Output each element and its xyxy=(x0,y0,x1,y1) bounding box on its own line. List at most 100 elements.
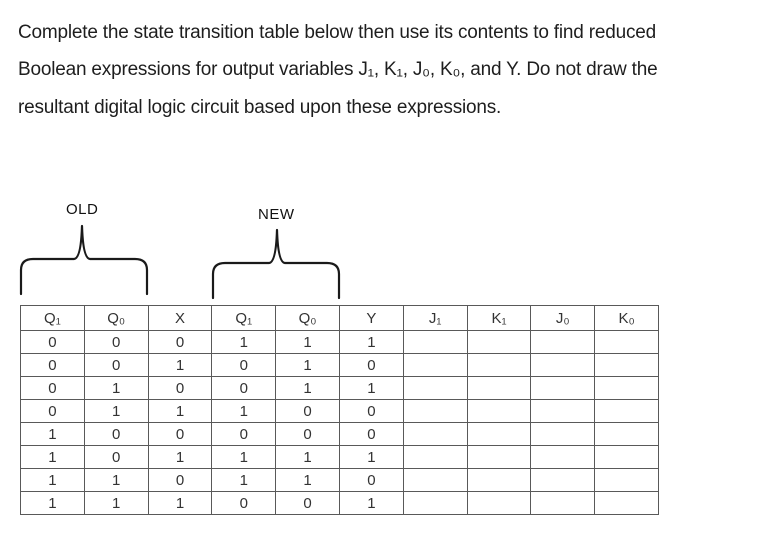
value-cell: 1 xyxy=(338,376,404,400)
empty-cell xyxy=(594,376,659,400)
empty-cell xyxy=(402,422,468,446)
empty-cell xyxy=(530,376,596,400)
column-header: Q₀ xyxy=(83,305,149,331)
old-brace xyxy=(19,224,149,296)
column-header: J₁ xyxy=(402,305,468,331)
problem-statement: Complete the state transition table belo… xyxy=(18,14,658,127)
value-cell: 0 xyxy=(20,330,85,354)
value-cell: 1 xyxy=(83,376,149,400)
value-cell: 0 xyxy=(147,422,213,446)
problem-statement-line: Complete the state transition table belo… xyxy=(18,21,656,43)
empty-cell xyxy=(402,353,468,377)
empty-cell xyxy=(466,491,532,515)
column-header: Q₁ xyxy=(211,305,277,331)
value-cell: 1 xyxy=(275,468,340,492)
column-header: K₁ xyxy=(466,305,532,331)
value-cell: 1 xyxy=(147,353,213,377)
empty-cell xyxy=(466,330,532,354)
empty-cell xyxy=(402,445,468,469)
value-cell: 1 xyxy=(20,422,85,446)
value-cell: 0 xyxy=(338,422,404,446)
column-header: K₀ xyxy=(594,305,659,331)
value-cell: 1 xyxy=(83,468,149,492)
empty-cell xyxy=(466,422,532,446)
value-cell: 1 xyxy=(83,399,149,423)
new-brace xyxy=(211,228,341,300)
problem-statement-line: Boolean expressions for output variables… xyxy=(18,59,658,81)
empty-cell xyxy=(594,422,659,446)
empty-cell xyxy=(466,353,532,377)
empty-cell xyxy=(530,491,596,515)
value-cell: 0 xyxy=(275,422,340,446)
empty-cell xyxy=(466,399,532,423)
empty-cell xyxy=(466,445,532,469)
empty-cell xyxy=(402,330,468,354)
value-cell: 1 xyxy=(211,445,277,469)
empty-cell xyxy=(594,330,659,354)
empty-cell xyxy=(466,468,532,492)
column-header: Q₀ xyxy=(275,305,340,331)
empty-cell xyxy=(594,353,659,377)
value-cell: 1 xyxy=(275,376,340,400)
old-state-label: OLD xyxy=(66,201,99,218)
empty-cell xyxy=(466,376,532,400)
empty-cell xyxy=(402,399,468,423)
empty-cell xyxy=(594,445,659,469)
value-cell: 0 xyxy=(147,376,213,400)
value-cell: 0 xyxy=(147,468,213,492)
column-header: X xyxy=(147,305,213,331)
value-cell: 0 xyxy=(20,399,85,423)
value-cell: 1 xyxy=(338,330,404,354)
value-cell: 1 xyxy=(275,445,340,469)
value-cell: 0 xyxy=(211,422,277,446)
value-cell: 1 xyxy=(338,491,404,515)
value-cell: 1 xyxy=(20,491,85,515)
value-cell: 0 xyxy=(211,376,277,400)
empty-cell xyxy=(530,330,596,354)
value-cell: 1 xyxy=(211,468,277,492)
value-cell: 0 xyxy=(275,399,340,423)
empty-cell xyxy=(594,399,659,423)
new-state-label: NEW xyxy=(258,206,295,223)
column-header: Q₁ xyxy=(20,305,85,331)
empty-cell xyxy=(530,468,596,492)
empty-cell xyxy=(402,491,468,515)
empty-cell xyxy=(530,422,596,446)
value-cell: 0 xyxy=(211,353,277,377)
value-cell: 0 xyxy=(83,330,149,354)
value-cell: 0 xyxy=(83,445,149,469)
value-cell: 1 xyxy=(147,399,213,423)
column-header: J₀ xyxy=(530,305,596,331)
empty-cell xyxy=(594,491,659,515)
value-cell: 0 xyxy=(20,353,85,377)
value-cell: 1 xyxy=(275,353,340,377)
value-cell: 1 xyxy=(147,445,213,469)
value-cell: 1 xyxy=(147,491,213,515)
value-cell: 1 xyxy=(338,445,404,469)
value-cell: 0 xyxy=(338,353,404,377)
value-cell: 1 xyxy=(20,445,85,469)
value-cell: 1 xyxy=(211,330,277,354)
empty-cell xyxy=(402,468,468,492)
empty-cell xyxy=(530,353,596,377)
problem-statement-line: resultant digital logic circuit based up… xyxy=(18,96,502,118)
value-cell: 0 xyxy=(338,399,404,423)
value-cell: 0 xyxy=(20,376,85,400)
value-cell: 0 xyxy=(275,491,340,515)
value-cell: 1 xyxy=(83,491,149,515)
empty-cell xyxy=(594,468,659,492)
empty-cell xyxy=(402,376,468,400)
value-cell: 0 xyxy=(211,491,277,515)
value-cell: 0 xyxy=(147,330,213,354)
